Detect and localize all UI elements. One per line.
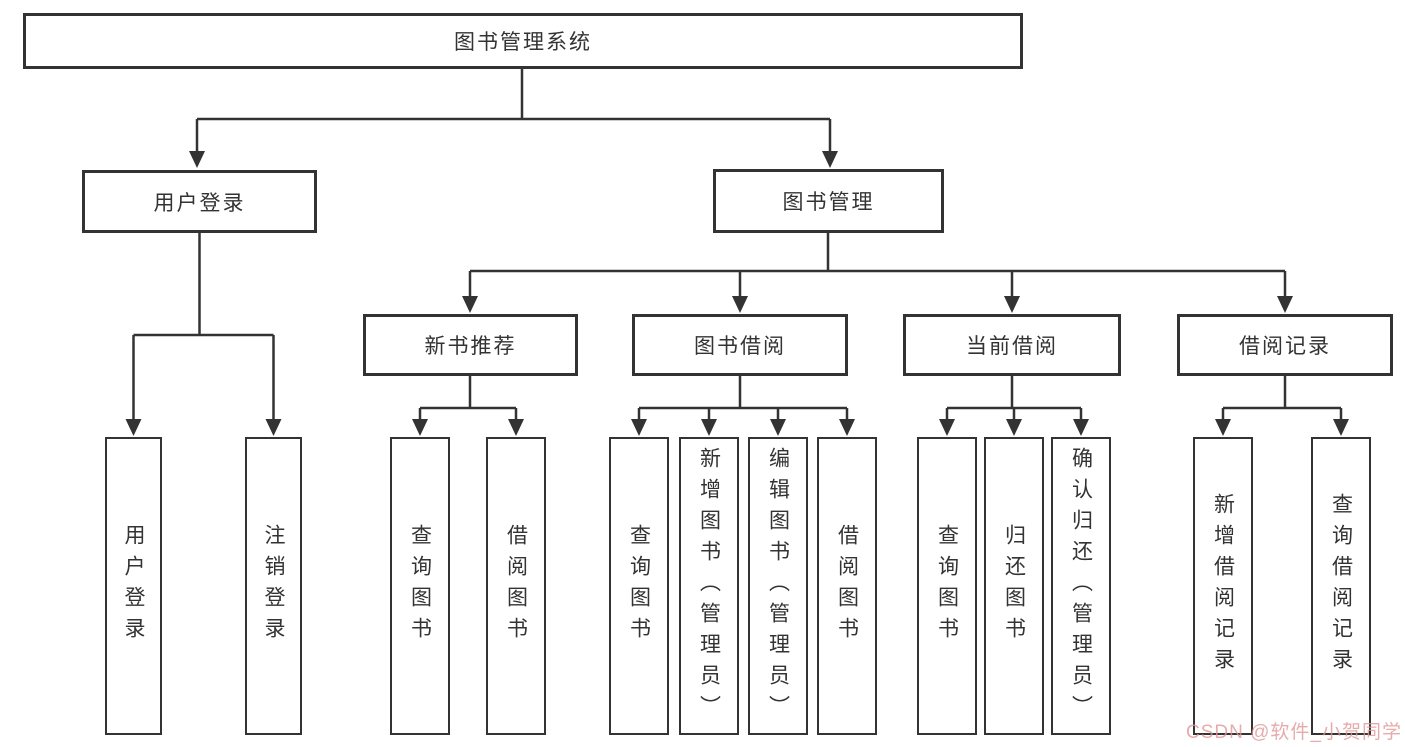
node-leaf-query-books-recommend: 查询图书 xyxy=(390,437,450,735)
node-current-borrowing: 当前借阅 xyxy=(903,314,1121,376)
csdn-watermark: CSDN @软件_小贺同学 xyxy=(1186,722,1402,743)
node-leaf-edit-book-admin: 编辑图书（管理员） xyxy=(748,437,808,735)
leaf-label: 查询图书 xyxy=(408,524,432,648)
node-leaf-query-books-current: 查询图书 xyxy=(917,437,977,735)
node-leaf-logout: 注销登录 xyxy=(245,437,302,735)
leaf-label: 确认归还（管理员） xyxy=(1069,446,1093,726)
node-borrowing-records-label: 借阅记录 xyxy=(1239,335,1331,358)
node-leaf-query-borrow-record: 查询借阅记录 xyxy=(1311,437,1371,735)
node-current-borrowing-label: 当前借阅 xyxy=(966,335,1058,358)
node-new-book-recommend: 新书推荐 xyxy=(363,314,578,376)
leaf-label: 新增图书（管理员） xyxy=(697,446,721,726)
leaf-label: 查询借阅记录 xyxy=(1329,493,1353,679)
leaf-label: 归还图书 xyxy=(1002,524,1026,648)
node-leaf-return-book: 归还图书 xyxy=(984,437,1044,735)
leaf-label: 查询图书 xyxy=(627,524,651,648)
node-user-login: 用户登录 xyxy=(82,170,317,233)
node-leaf-user-login: 用户登录 xyxy=(105,437,162,735)
node-leaf-query-books-borrowing: 查询图书 xyxy=(609,437,669,735)
leaf-label: 用户登录 xyxy=(122,524,145,648)
node-root: 图书管理系统 xyxy=(23,13,1023,69)
node-book-management: 图书管理 xyxy=(713,169,944,233)
node-root-label: 图书管理系统 xyxy=(454,31,592,54)
leaf-label: 借阅图书 xyxy=(504,524,528,648)
node-leaf-confirm-return-admin: 确认归还（管理员） xyxy=(1051,437,1111,735)
leaf-label: 借阅图书 xyxy=(835,524,859,648)
leaf-label: 新增借阅记录 xyxy=(1211,493,1235,679)
node-leaf-borrow-books-recommend: 借阅图书 xyxy=(486,437,546,735)
node-leaf-add-borrow-record: 新增借阅记录 xyxy=(1193,437,1253,735)
leaf-label: 注销登录 xyxy=(262,524,285,648)
node-leaf-borrow-books-borrowing: 借阅图书 xyxy=(817,437,877,735)
node-new-book-recommend-label: 新书推荐 xyxy=(424,335,517,358)
node-borrowing-records: 借阅记录 xyxy=(1177,314,1393,376)
node-book-borrowing-label: 图书借阅 xyxy=(694,335,786,358)
node-user-login-label: 用户登录 xyxy=(153,191,246,215)
leaf-label: 查询图书 xyxy=(935,524,959,648)
node-book-borrowing: 图书借阅 xyxy=(632,314,848,376)
leaf-label: 编辑图书（管理员） xyxy=(766,446,790,726)
node-leaf-add-book-admin: 新增图书（管理员） xyxy=(679,437,739,735)
node-book-management-label: 图书管理 xyxy=(782,191,875,214)
